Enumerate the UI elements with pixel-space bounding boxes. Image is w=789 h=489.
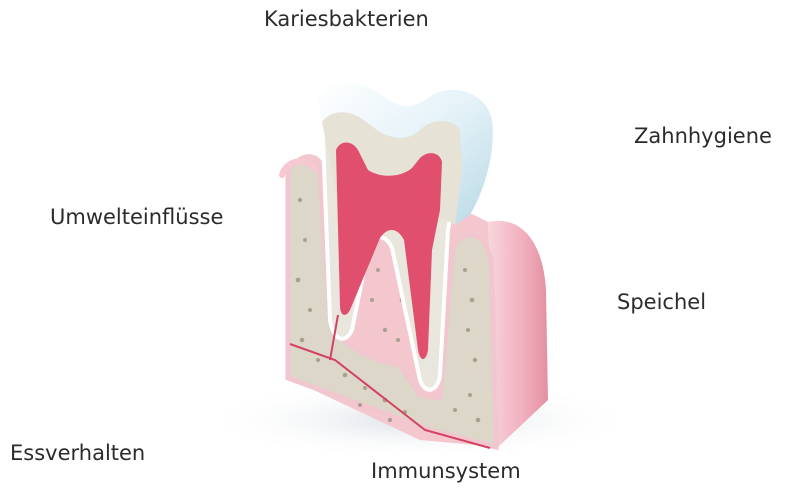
label-essverhalten: Essverhalten <box>10 443 145 464</box>
label-speichel: Speichel <box>617 292 706 313</box>
label-zahnhygiene: Zahnhygiene <box>634 126 772 147</box>
label-umwelteinfluesse: Umwelteinflüsse <box>50 207 223 228</box>
label-kariesbakterien: Kariesbakterien <box>264 9 429 30</box>
label-immunsystem: Immunsystem <box>371 461 521 482</box>
